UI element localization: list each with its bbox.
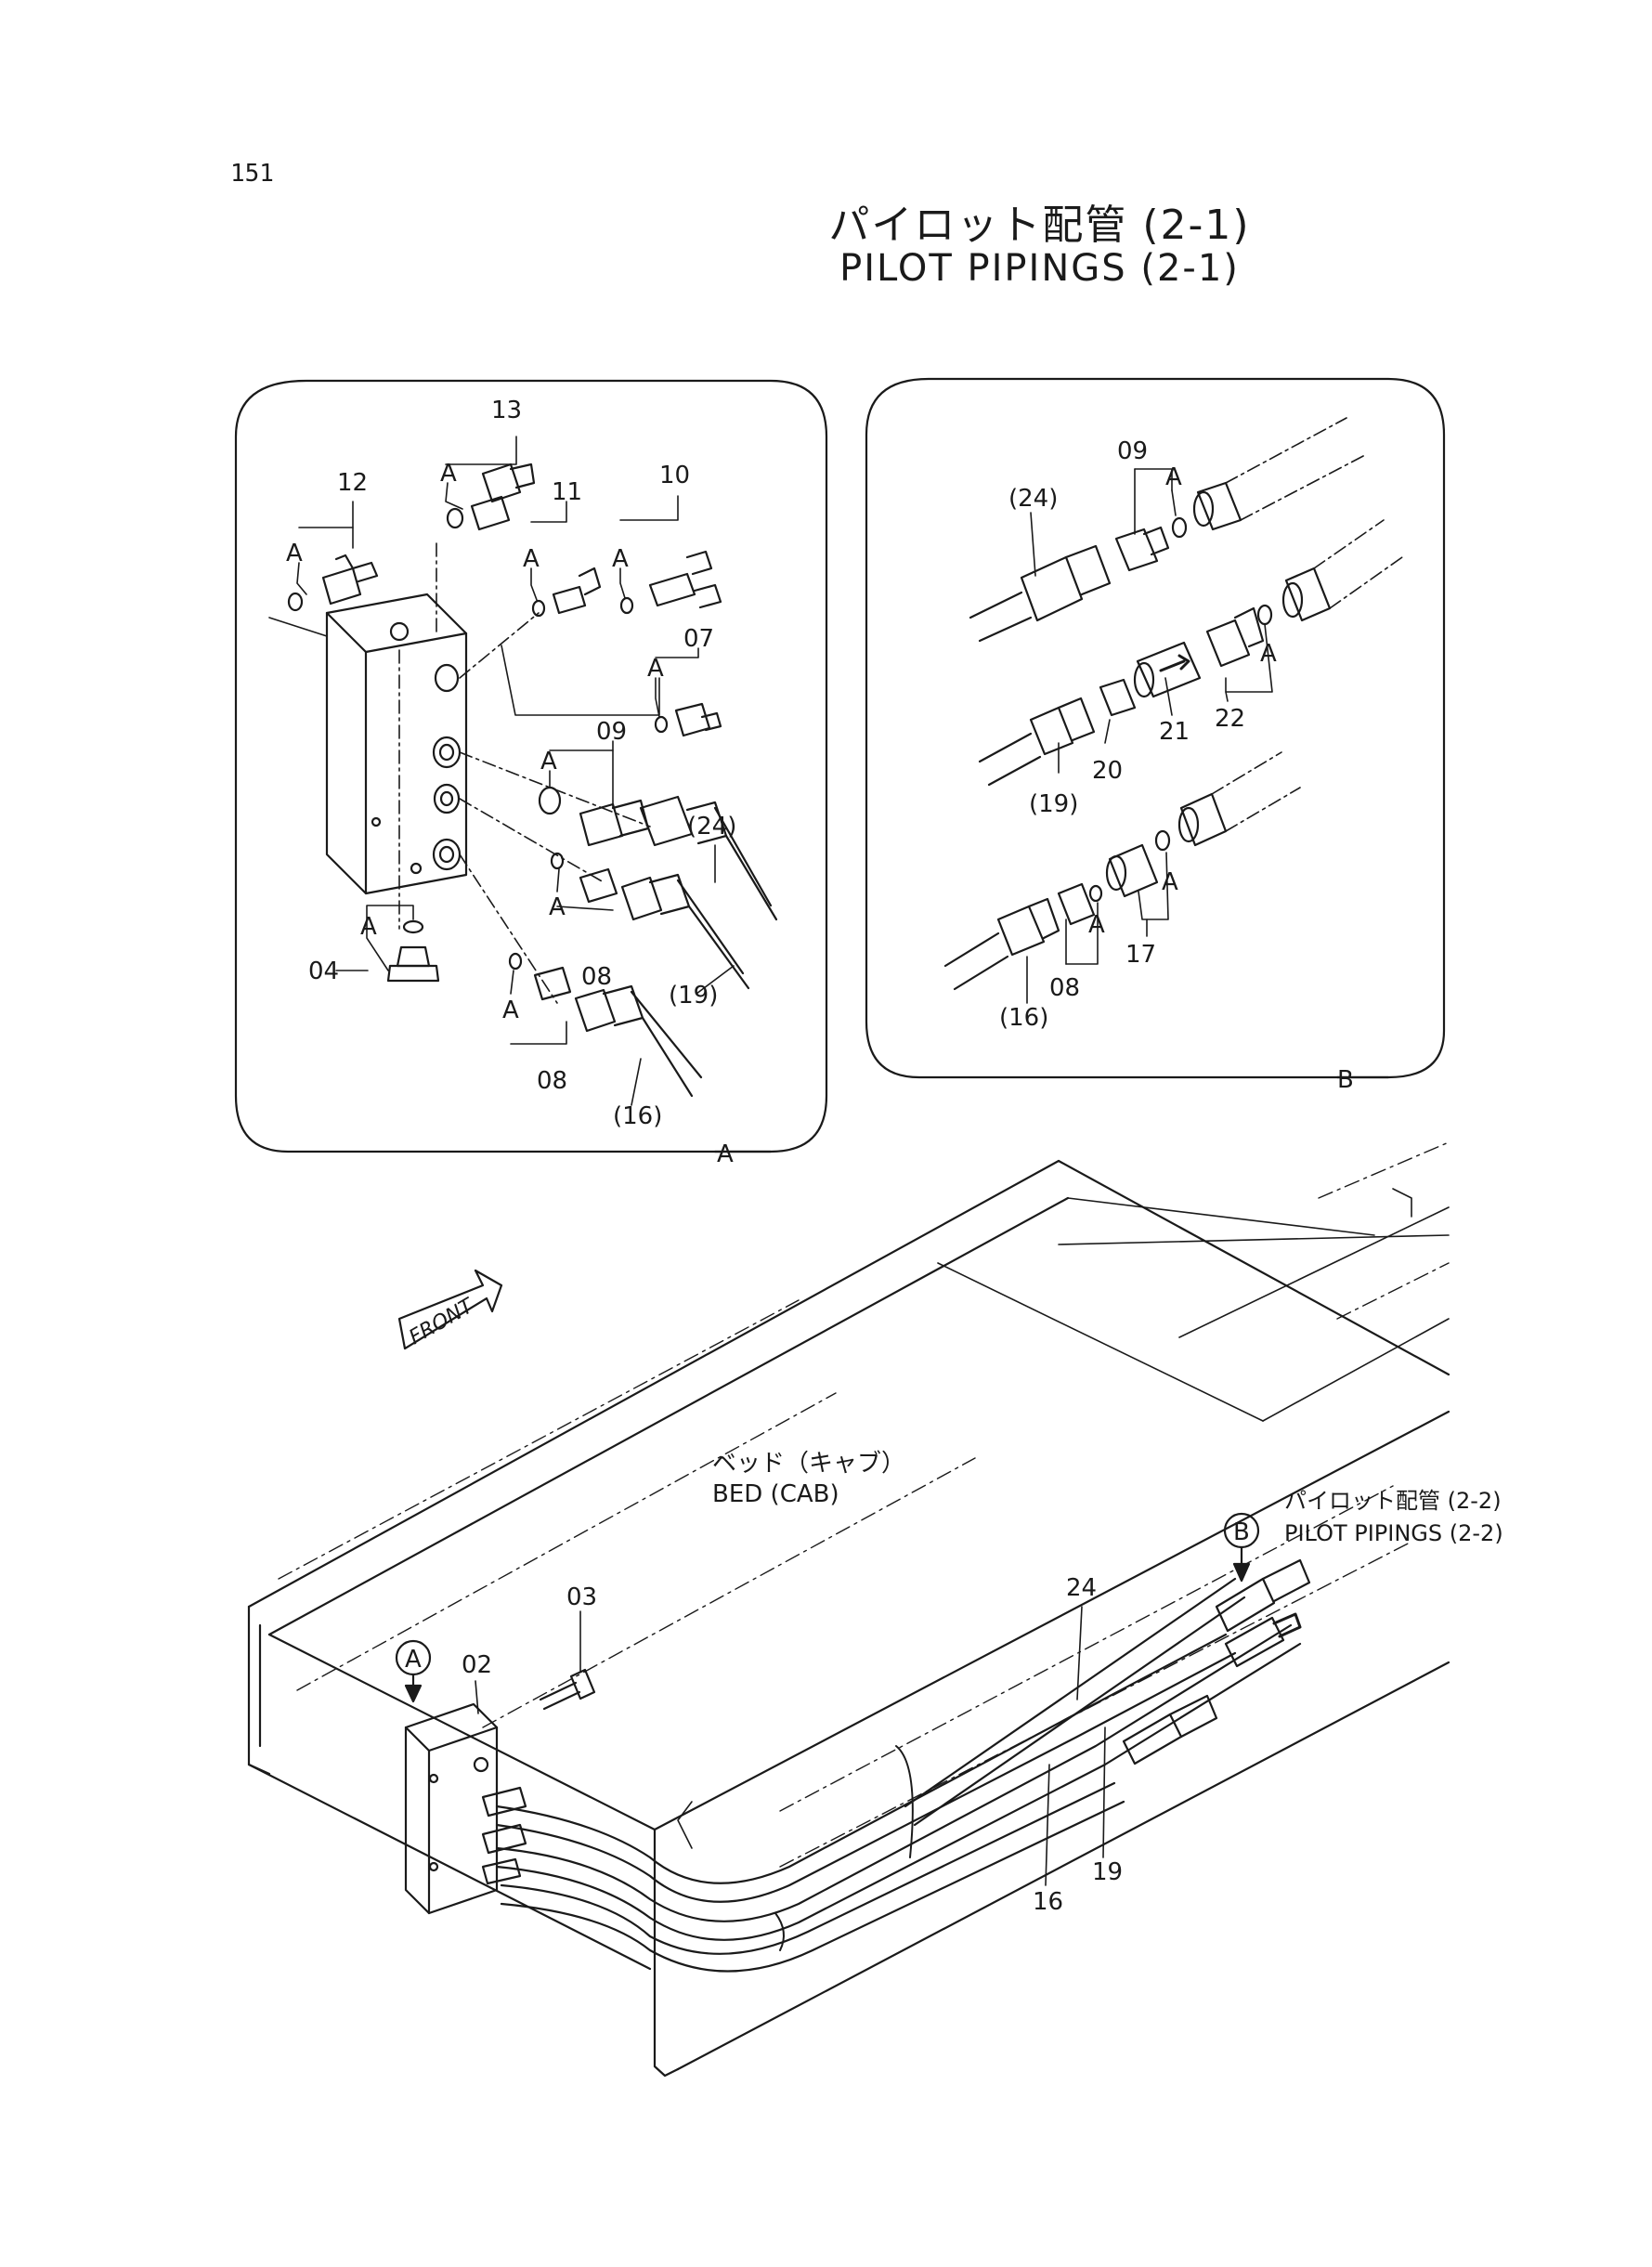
detail-b-leaders	[1026, 468, 1273, 1004]
seal-a-3: A	[523, 545, 540, 573]
seal-a-7: A	[549, 893, 566, 921]
detail-b-corner-label: B	[1337, 1066, 1354, 1094]
label-a-12: 12	[337, 469, 368, 497]
ref-label-jp: パイロット配管 (2-2)	[1284, 1488, 1502, 1514]
detail-a-frame	[234, 379, 828, 1153]
seal-a-2: A	[440, 460, 457, 488]
label-b-22: 22	[1215, 705, 1245, 733]
seal-b-2: A	[1260, 640, 1277, 668]
manifold-block	[325, 593, 468, 895]
seal-a-6: A	[540, 748, 557, 775]
label-a-19: (19)	[669, 982, 718, 1010]
fitting-11	[531, 567, 602, 618]
fitting-07	[654, 702, 722, 737]
label-a-09: 09	[596, 718, 627, 746]
label-main-16: 16	[1033, 1888, 1063, 1916]
front-arrow-icon: FRONT	[397, 1269, 503, 1349]
detail-a-part-leaders	[298, 436, 735, 1106]
seal-a-1: A	[286, 540, 303, 567]
main-captions: ベッド（キャブ） BED (CAB) パイロット配管 (2-2) PILOT P…	[712, 1450, 1503, 1546]
fitting-10	[619, 550, 722, 615]
label-a-11: 11	[552, 478, 582, 506]
bed-label-jp: ベッド（キャブ）	[712, 1450, 905, 1478]
label-b-09: 09	[1117, 437, 1148, 465]
seal-a-9: A	[502, 997, 519, 1024]
fitting-13	[446, 463, 536, 531]
title-english: PILOT PIPINGS (2-1)	[839, 247, 1240, 290]
detail-b-labels: (24) 09 21 22 20 (19) (16) 08 17 A A A A	[999, 437, 1277, 1032]
label-main-24: 24	[1066, 1574, 1097, 1602]
detail-b-row-middle	[978, 519, 1403, 787]
callout-a: A	[395, 1639, 432, 1703]
detail-a-labels: 13 12 11 10 07 09 (24) 08 (19) 04 08 (16…	[286, 397, 736, 1130]
seal-b-4: A	[1162, 868, 1178, 896]
fitting-08-and-hose-19	[550, 852, 750, 990]
detail-a-leaders	[268, 617, 660, 716]
label-a-07: 07	[683, 625, 714, 653]
fitting-12	[287, 554, 379, 612]
main-labels: 03 02 24 19 16	[462, 1574, 1123, 1916]
page-number: 151	[230, 160, 274, 188]
detail-b-panel: B	[865, 377, 1446, 1094]
detail-a-seal-leaders	[296, 482, 660, 995]
label-b-20: 20	[1092, 757, 1123, 785]
label-a-16: (16)	[613, 1102, 662, 1130]
callout-a-label: A	[405, 1646, 422, 1674]
label-b-19: (19)	[1029, 790, 1078, 818]
label-a-24: (24)	[687, 813, 736, 840]
label-b-16: (16)	[999, 1004, 1048, 1032]
label-b-21: 21	[1159, 718, 1190, 746]
label-b-17: 17	[1125, 941, 1156, 969]
mounting-plate	[404, 1702, 499, 1915]
detail-b-row-upper	[969, 417, 1366, 643]
label-a-08-upper: 08	[581, 963, 612, 991]
detail-b-frame	[865, 377, 1446, 1079]
seal-b-3: A	[1088, 911, 1105, 939]
label-a-13: 13	[491, 397, 522, 424]
title-japanese: パイロット配管 (2-1)	[828, 202, 1251, 249]
detail-b-row-lower	[943, 751, 1301, 991]
label-main-19: 19	[1092, 1858, 1123, 1886]
detail-a-corner-label: A	[717, 1140, 734, 1168]
cab-bed	[247, 1159, 1450, 2078]
bolt-03	[539, 1668, 596, 1711]
seal-a-8: A	[360, 913, 377, 941]
ref-label-en: PILOT PIPINGS (2-2)	[1284, 1520, 1503, 1546]
main-view: FRONT	[247, 1141, 1503, 2078]
seal-a-4: A	[612, 545, 629, 573]
label-main-02: 02	[462, 1651, 492, 1679]
callout-b-label: B	[1233, 1518, 1250, 1546]
label-main-03: 03	[566, 1583, 597, 1611]
fitting-08-lower-and-hose-16	[508, 952, 703, 1098]
bed-label-en: BED (CAB)	[712, 1480, 839, 1508]
seal-a-5: A	[647, 655, 664, 683]
callout-b: B	[1223, 1512, 1260, 1583]
label-a-04: 04	[308, 958, 339, 985]
label-b-24: (24)	[1008, 485, 1058, 513]
hose-bundle	[481, 1558, 1311, 1973]
label-b-08: 08	[1049, 974, 1080, 1002]
label-a-08-lower: 08	[537, 1067, 567, 1095]
detail-a-panel: A	[234, 379, 828, 1168]
label-a-10: 10	[659, 462, 690, 489]
seal-b-1: A	[1165, 463, 1182, 491]
main-leaders	[475, 1606, 1106, 1886]
fitting-04	[386, 919, 440, 983]
